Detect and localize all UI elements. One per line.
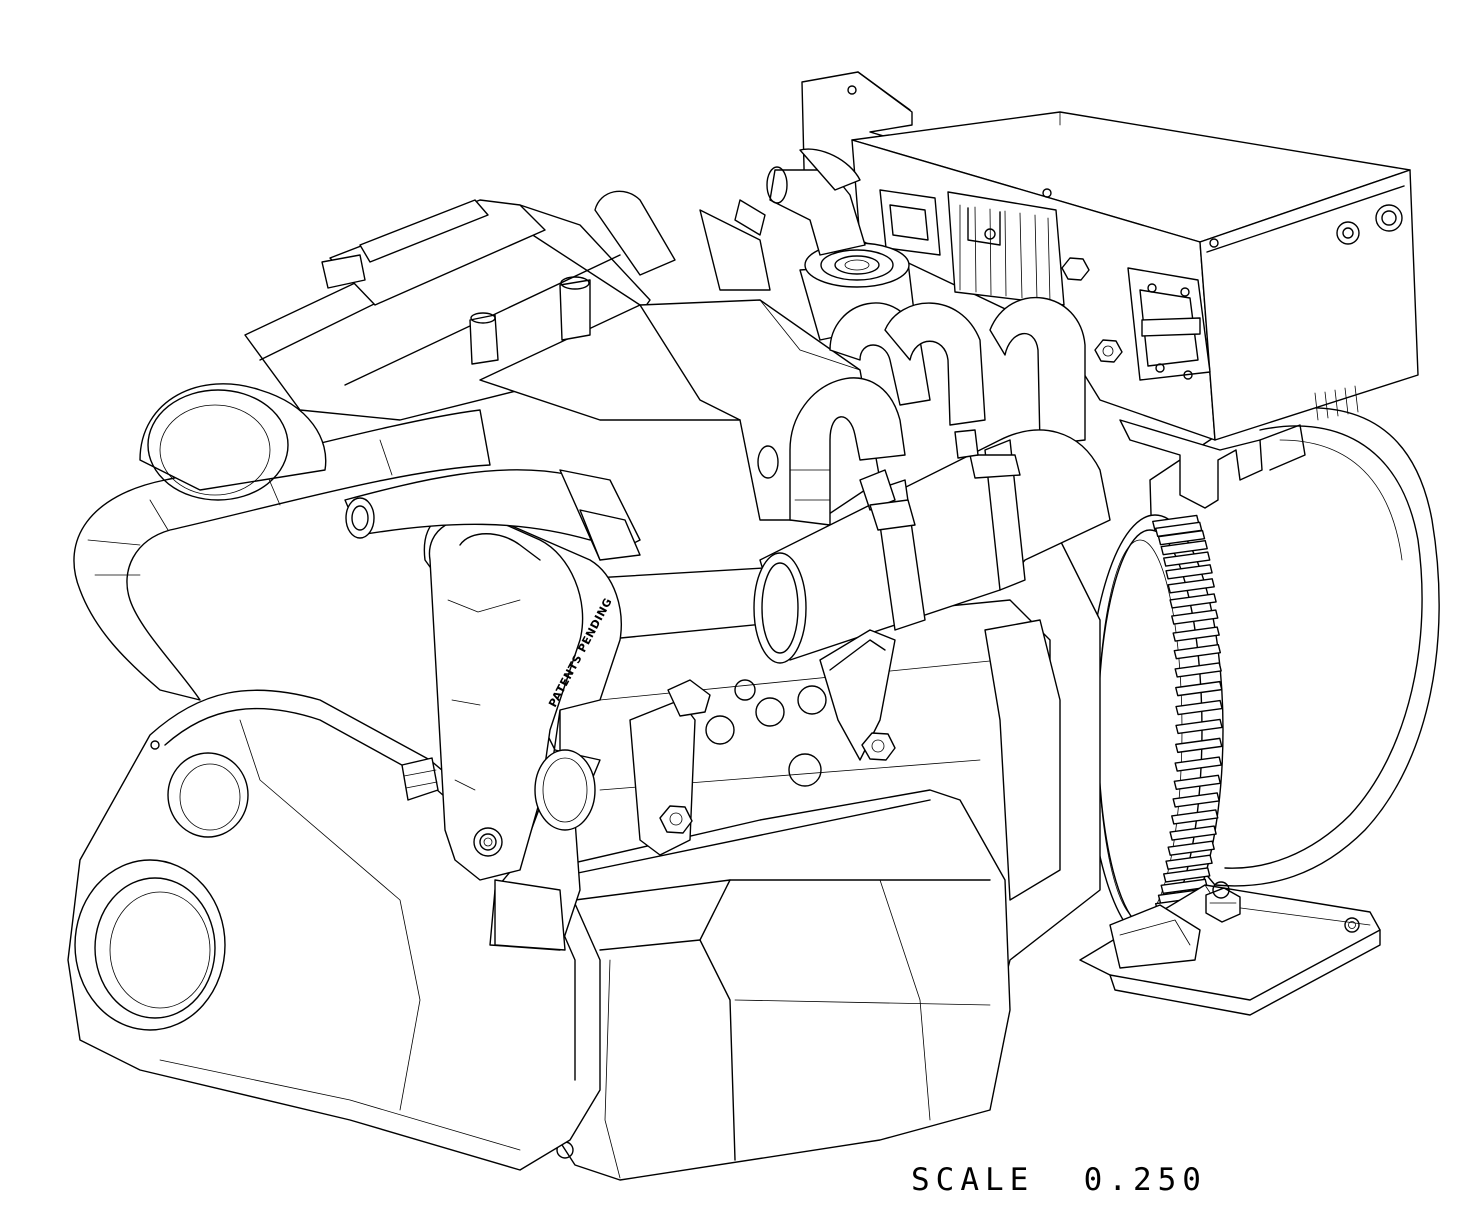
ring-gear-tooth: [1172, 626, 1220, 642]
ring-gear-tooth: [1171, 809, 1219, 825]
pulley: [139, 383, 327, 501]
support-bracket: [819, 629, 896, 761]
ring-gear-tooth: [1167, 840, 1215, 856]
ring-gear-tooth: [1165, 854, 1213, 870]
coolant-hoses-u: [789, 296, 1086, 526]
ring-gear-tooth: [1175, 737, 1223, 754]
ring-gear-tooth: [1163, 867, 1211, 883]
intake-pipe: [344, 469, 641, 561]
oil-sensor-fitting: [150, 740, 439, 801]
ring-gear-tooth: [1169, 825, 1217, 841]
ring-gear-tooth: [1157, 529, 1206, 546]
ring-gear-tooth: [1167, 578, 1215, 594]
thermostat-housing: [766, 148, 866, 256]
ring-gear-tooth: [1172, 792, 1220, 808]
ring-gear-tooth: [1173, 644, 1222, 660]
control-box: [801, 71, 1419, 509]
intake-manifold: [469, 190, 881, 521]
ring-gear-tooth: [1160, 539, 1208, 556]
exhaust-tube: [753, 429, 1111, 664]
ring-gear-tooth: [1165, 564, 1213, 580]
alternator-housing: [1086, 407, 1440, 946]
ring-gear-tooth: [1173, 774, 1222, 790]
ring-gear-tooth: [1175, 699, 1223, 716]
ring-gear-tooth: [1163, 551, 1211, 567]
ring-gear-tooth: [1175, 680, 1223, 697]
pump-bracket: [629, 679, 711, 856]
ring-gear-tooth: [1175, 718, 1223, 735]
ring-gear-tooth: [1174, 756, 1222, 772]
ring-gear-tooth: [1169, 593, 1217, 609]
scale-label: SCALE 0.250: [911, 1162, 1207, 1198]
mounting-foot: [1079, 881, 1381, 1016]
ring-gear-tooth: [1171, 609, 1219, 625]
scale-value: 0.250: [1083, 1162, 1207, 1198]
water-pump-housing: PATENTS PENDING: [423, 509, 622, 951]
ring-gear-tooth: [1174, 662, 1222, 678]
scale-caption: SCALE: [911, 1162, 1035, 1198]
